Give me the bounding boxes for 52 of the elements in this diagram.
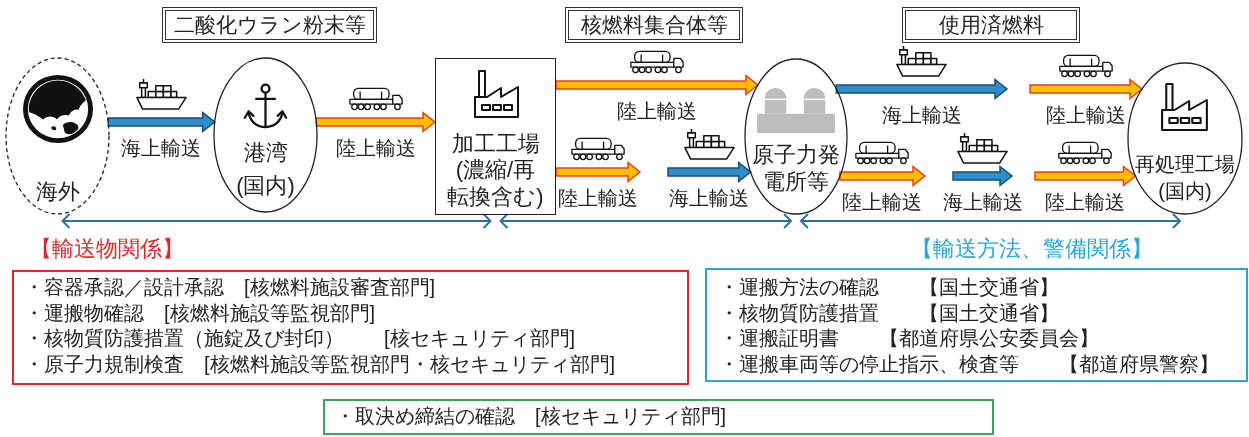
transport-mode-label: 陸上輸送 [335, 136, 416, 161]
transport-mode-label: 海上輸送 [881, 103, 962, 128]
cargo-type-label: 核燃料集合体等 [580, 13, 728, 37]
list-item: ・運搬方法の確認 【国土交通省】 [719, 275, 1059, 300]
section-heading: 【輸送物関係】 [30, 236, 184, 262]
location-ellipse [213, 57, 318, 213]
section-heading: 【輸送方法、警備関係】 [911, 236, 1153, 262]
transport-arrow [555, 73, 760, 97]
location-label: 再処理工場 [1135, 152, 1235, 177]
list-item: ・取決め締結の確認 [核セキュリティ部門] [335, 404, 727, 430]
transport-mode-label: 陸上輸送 [558, 186, 638, 211]
transport-mode-label: 陸上輸送 [1045, 190, 1126, 215]
list-item: ・核物質防護措置（施錠及び封印） [核セキュリティ部門] [24, 326, 576, 351]
transport-arrow [667, 160, 752, 184]
requirements-frame [323, 399, 994, 435]
transport-mode-label: 海上輸送 [942, 190, 1023, 215]
list-item: ・原子力規制検査 [核燃料施設等監視部門・核セキュリティ部門] [24, 351, 616, 377]
list-item: ・運搬車両等の停止指示、検査等 【都道府県警察】 [719, 351, 1219, 377]
cargo-type-frame [902, 7, 1080, 43]
transport-arrow [1034, 164, 1137, 188]
dashed-location-ellipse [5, 57, 110, 215]
list-item: ・運搬証明書 【都道府県公安委員会】 [719, 326, 1099, 351]
transport-arrow [835, 77, 1009, 101]
cargo-type-frame [162, 7, 377, 43]
span-arrow [61, 213, 492, 229]
location-label: 海外 [35, 178, 80, 205]
transport-arrow [107, 110, 216, 134]
location-label: 港湾 [243, 139, 288, 166]
location-ellipse [1127, 62, 1243, 215]
transport-mode-label: 陸上輸送 [1045, 103, 1126, 128]
location-label: (国内) [1158, 179, 1212, 204]
facility-frame [435, 58, 556, 215]
transport-arrow [555, 160, 642, 184]
transport-mode-label: 海上輸送 [669, 186, 750, 211]
list-item: ・核物質防護措置 【国土交通省】 [719, 300, 1059, 326]
transport-mode-label: 陸上輸送 [616, 99, 697, 124]
transport-mode-label: 陸上輸送 [842, 190, 923, 215]
location-label: 原子力発電所等 [751, 141, 841, 195]
transport-arrow [1029, 77, 1144, 101]
location-label: 加工工場 [451, 130, 540, 157]
transport-arrow [839, 164, 927, 188]
location-label: (濃縮/再転換含む) [446, 156, 545, 210]
transport-mode-label: 海上輸送 [121, 136, 202, 161]
span-arrow [499, 213, 793, 229]
transport-arrow [315, 110, 437, 134]
span-arrow [799, 213, 1182, 229]
list-item: ・運搬物確認 [核燃料施設等監視部門] [24, 300, 376, 326]
location-label: (国内) [236, 172, 295, 199]
cargo-type-label: 二酸化ウラン粉末等 [173, 13, 366, 37]
cargo-type-label: 使用済燃料 [938, 13, 1044, 37]
cargo-type-frame [565, 7, 743, 43]
list-item: ・容器承認／設計承認 [核燃料施設審査部門] [24, 275, 436, 300]
